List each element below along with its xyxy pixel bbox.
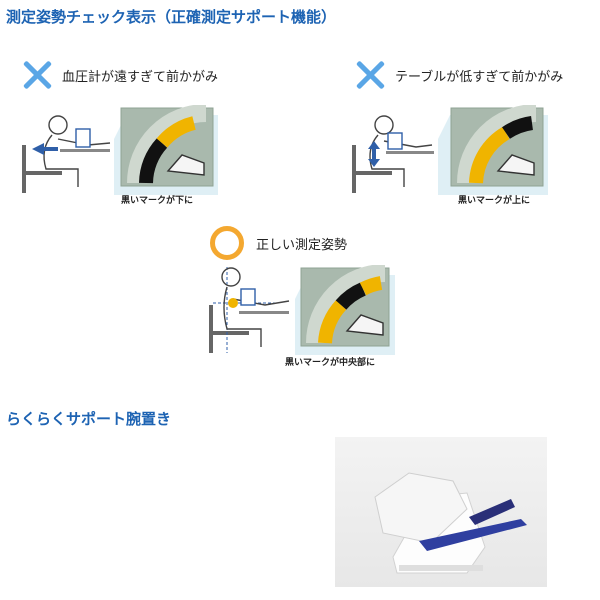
case-text: 血圧計が遠すぎて前かがみ (62, 69, 219, 85)
posture-illustration-far (22, 105, 218, 195)
case-caption: 黒いマークが上に (458, 196, 531, 206)
case-caption: 黒いマークが中央部に (285, 358, 376, 368)
posture-illustration-low (352, 105, 548, 195)
page-title: 測定姿勢チェック表示（正確測定サポート機能） (6, 8, 337, 26)
case-label-low: テーブルが低すぎて前かがみ (355, 60, 563, 90)
cross-icon (355, 60, 385, 90)
case-caption: 黒いマークが下に (121, 196, 194, 206)
case-text: 正しい測定姿勢 (256, 237, 348, 253)
section-title: らくらくサポート腕置き (6, 410, 172, 428)
posture-illustration-correct (209, 265, 395, 355)
case-text: テーブルが低すぎて前かがみ (395, 69, 564, 85)
armrest-photo (335, 437, 547, 587)
case-label-correct: 正しい測定姿勢 (210, 226, 347, 260)
circle-icon (210, 226, 244, 260)
case-label-far: 血圧計が遠すぎて前かがみ (22, 60, 218, 90)
cross-icon (22, 60, 52, 90)
